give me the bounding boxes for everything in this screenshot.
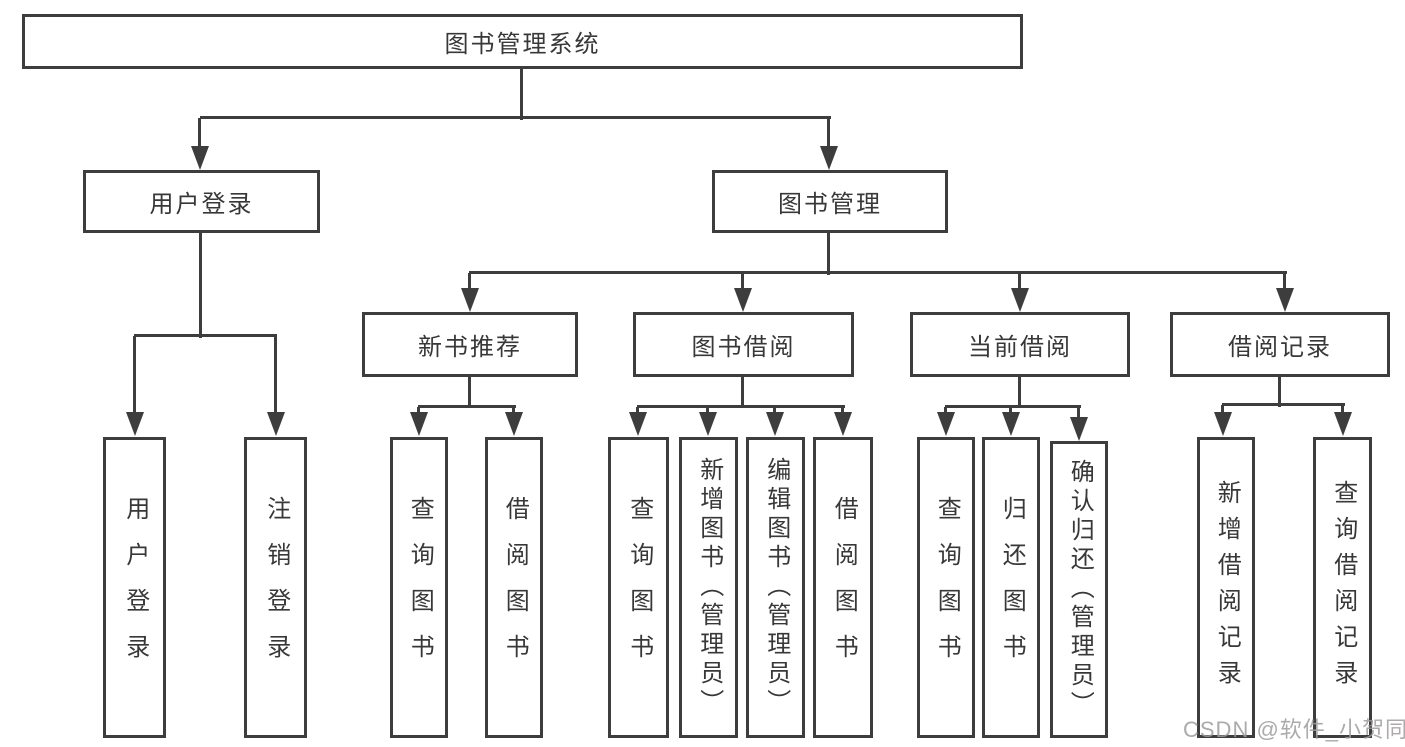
leaf-return-books: 归还图书 — [982, 437, 1040, 738]
leaf-add-books-admin: 新增图书（管理员） — [679, 437, 738, 738]
arrowhead-down-icon — [834, 412, 852, 436]
arrowhead-down-icon — [1002, 412, 1020, 436]
node-root: 图书管理系统 — [22, 14, 1023, 69]
connector-line — [1222, 403, 1345, 406]
connector-line — [706, 407, 709, 416]
leaf-query-books-recommend: 查询图书 — [390, 437, 448, 738]
arrowhead-down-icon — [1214, 412, 1232, 436]
arrowhead-down-icon — [820, 146, 838, 170]
connector-line — [841, 407, 844, 416]
node-book-management: 图书管理 — [712, 170, 948, 233]
leaf-query-books-current-label: 查询图书 — [933, 495, 961, 680]
leaf-user-login: 用户登录 — [103, 437, 166, 738]
connector-line — [1009, 407, 1012, 416]
connector-line — [512, 407, 515, 416]
node-new-book-recommendation-label: 新书推荐 — [418, 334, 522, 361]
leaf-user-login-label: 用户登录 — [121, 495, 149, 680]
leaf-query-borrow-record: 查询借阅记录 — [1313, 437, 1372, 738]
connector-line — [520, 69, 523, 120]
leaf-logout: 注销登录 — [244, 437, 307, 738]
leaf-add-borrow-record: 新增借阅记录 — [1197, 437, 1255, 738]
arrowhead-down-icon — [734, 288, 752, 312]
connector-line — [469, 271, 1287, 274]
leaf-query-books-borrowing-label: 查询图书 — [625, 495, 653, 680]
connector-line — [134, 334, 277, 337]
connector-line — [200, 116, 831, 119]
connector-line — [827, 118, 830, 150]
node-user-login: 用户登录 — [83, 170, 320, 233]
connector-line — [773, 407, 776, 416]
leaf-borrow-books-borrowing: 借阅图书 — [813, 437, 873, 738]
arrowhead-down-icon — [1334, 412, 1352, 436]
arrowhead-down-icon — [1276, 288, 1294, 312]
connector-line — [1077, 407, 1080, 421]
node-user-login-label: 用户登录 — [149, 191, 254, 218]
arrowhead-down-icon — [699, 412, 717, 436]
leaf-edit-books-admin: 编辑图书（管理员） — [746, 437, 805, 738]
leaf-borrow-books-recommend: 借阅图书 — [485, 437, 543, 738]
node-current-borrowing-label: 当前借阅 — [968, 334, 1072, 361]
node-borrowing-records: 借阅记录 — [1170, 312, 1390, 377]
leaf-return-books-label: 归还图书 — [998, 495, 1026, 680]
leaf-query-books-recommend-label: 查询图书 — [406, 495, 434, 680]
leaf-confirm-return-admin-label: 确认归还（管理员） — [1066, 459, 1094, 720]
connector-line — [741, 377, 744, 408]
leaf-borrow-books-borrowing-label: 借阅图书 — [830, 495, 858, 680]
connector-line — [944, 407, 947, 416]
connector-line — [1278, 377, 1281, 407]
arrowhead-down-icon — [937, 412, 955, 436]
leaf-add-books-admin-label: 新增图书（管理员） — [695, 457, 723, 718]
connector-line — [418, 405, 516, 408]
arrowhead-down-icon — [410, 412, 428, 436]
connector-line — [199, 233, 202, 338]
arrowhead-down-icon — [191, 146, 209, 170]
leaf-query-borrow-record-label: 查询借阅记录 — [1329, 479, 1357, 696]
node-book-management-label: 图书管理 — [778, 191, 882, 218]
node-borrowing-records-label: 借阅记录 — [1228, 334, 1332, 361]
node-current-borrowing: 当前借阅 — [910, 312, 1130, 377]
connector-line — [133, 336, 136, 416]
leaf-add-borrow-record-label: 新增借阅记录 — [1213, 479, 1241, 696]
leaf-logout-label: 注销登录 — [262, 495, 290, 680]
leaf-confirm-return-admin: 确认归还（管理员） — [1050, 441, 1108, 738]
node-root-label: 图书管理系统 — [444, 31, 601, 58]
node-book-borrowing: 图书借阅 — [633, 312, 854, 377]
arrowhead-down-icon — [629, 412, 647, 436]
connector-line — [198, 118, 201, 150]
arrowhead-down-icon — [505, 412, 523, 436]
node-book-borrowing-label: 图书借阅 — [691, 334, 796, 361]
connector-line — [417, 407, 420, 416]
arrowhead-down-icon — [126, 412, 144, 436]
arrowhead-down-icon — [1011, 288, 1029, 312]
arrowhead-down-icon — [1070, 417, 1088, 441]
node-new-book-recommendation: 新书推荐 — [362, 312, 578, 377]
arrowhead-down-icon — [461, 288, 479, 312]
leaf-query-books-borrowing: 查询图书 — [608, 437, 669, 738]
connector-line — [741, 273, 744, 292]
leaf-borrow-books-recommend-label: 借阅图书 — [501, 495, 529, 680]
connector-line — [636, 407, 639, 416]
connector-line — [1018, 377, 1021, 408]
connector-line — [1341, 405, 1344, 416]
connector-line — [827, 233, 830, 275]
connector-line — [637, 405, 845, 408]
arrowhead-down-icon — [766, 412, 784, 436]
connector-line — [1018, 273, 1021, 292]
arrowhead-down-icon — [267, 412, 285, 436]
connector-line — [1283, 273, 1286, 292]
connector-line — [1221, 405, 1224, 416]
leaf-edit-books-admin-label: 编辑图书（管理员） — [762, 457, 790, 718]
connector-line — [945, 405, 1081, 408]
csdn-watermark: CSDN @软件_小贺同学 — [1183, 717, 1405, 742]
connector-line — [468, 273, 471, 292]
leaf-query-books-current: 查询图书 — [917, 437, 975, 738]
connector-line — [468, 377, 471, 408]
connector-line — [274, 336, 277, 416]
